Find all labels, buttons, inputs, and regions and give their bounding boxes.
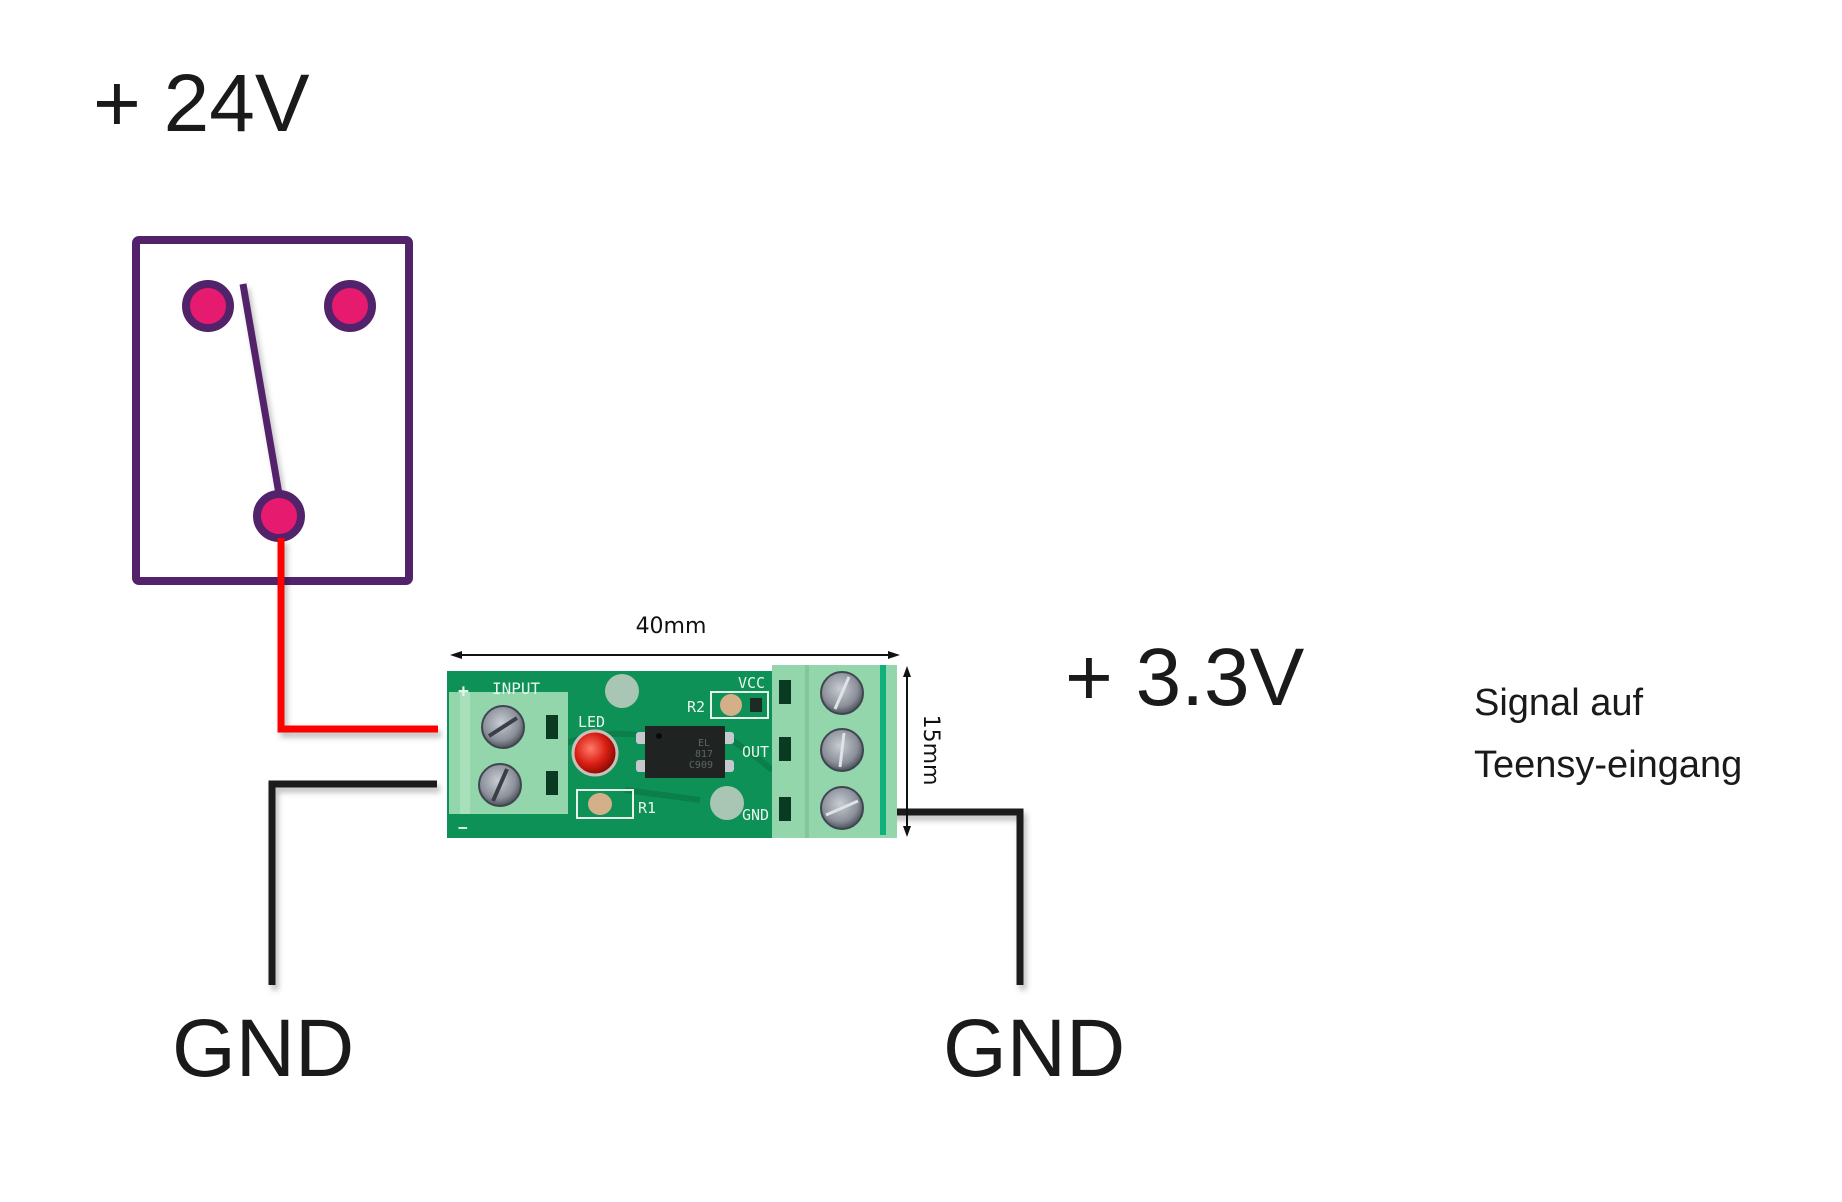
pcb-label-input: INPUT [492,679,541,698]
switch-contact-open [324,280,376,332]
arrowhead-up [903,666,911,677]
dimension-width: 40mm [450,614,900,659]
resistor-r2-outline [710,691,769,719]
pcb-label-vcc: VCC [738,674,765,692]
output-terminal-block [772,665,897,838]
wire-24v-to-input [277,538,438,733]
pcb-label-plus: + [458,681,469,702]
pcb-label-minus: − [458,818,468,837]
arrowhead-right [888,651,900,659]
switch-symbol [92,236,413,585]
label-24v-supply: + 24V [93,58,310,149]
switch-housing [132,236,413,585]
arrowhead-down [903,826,911,837]
mounting-hole [710,786,744,820]
chip-marking-3: C909 [689,760,713,771]
wire-gnd-input [268,780,437,985]
resistor-r1-outline [576,789,634,819]
pcb-label-led: LED [578,713,605,731]
label-3v3-supply: + 3.3V [1065,632,1305,723]
dimension-width-label: 40mm [636,614,707,639]
led-indicator [571,729,619,777]
arrowhead-left [450,651,462,659]
label-gnd-left: GND [172,1003,355,1094]
label-signal-line2: Teensy-eingang [1474,744,1743,786]
label-signal-line1: Signal auf [1474,682,1644,724]
pcb-label-out: OUT [742,743,769,761]
chip-marking-1: EL [698,738,710,749]
chip-marking-2: 817 [695,749,713,760]
switch-lever [239,283,283,495]
resistor-r2 [720,694,742,716]
pcb-label-r1: R1 [638,799,656,817]
pcb-label-r2: R2 [687,698,705,716]
optocoupler-module: + INPUT − LED R1 R2 VCC OUT GND EL 817 C… [447,665,897,838]
pcb-label-gnd: GND [742,806,769,824]
resistor-r1 [588,793,612,815]
dimension-height: 15mm [903,666,943,837]
wire-gnd-output [858,808,1024,985]
switch-contact-out [253,490,305,542]
input-terminal-block [449,692,568,814]
wires [203,160,1418,985]
label-gnd-right: GND [943,1003,1126,1094]
dimension-height-label: 15mm [918,715,943,786]
mounting-hole [605,674,639,708]
